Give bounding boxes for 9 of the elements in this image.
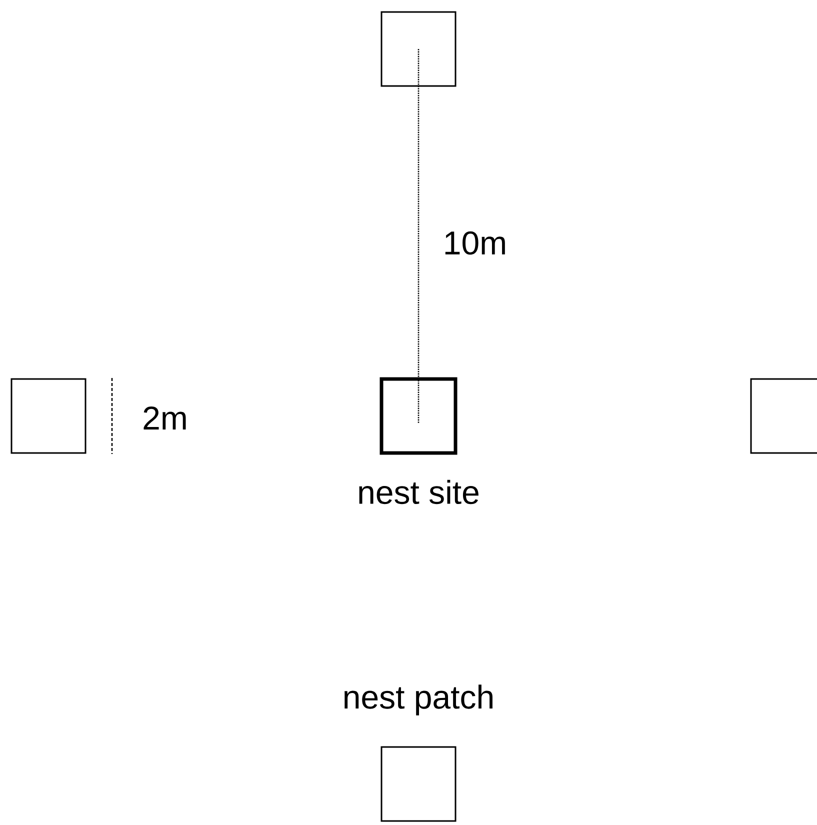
site-label: nest site	[359, 480, 478, 504]
patch-box	[380, 377, 458, 455]
patch-box	[380, 746, 456, 822]
site-label: nest patch	[344, 684, 492, 716]
dimension-label: 10m	[445, 231, 505, 255]
patch-box	[750, 378, 817, 454]
patch-box	[10, 378, 86, 454]
dimension-label: 2m	[144, 406, 186, 430]
patch-box	[380, 11, 456, 87]
